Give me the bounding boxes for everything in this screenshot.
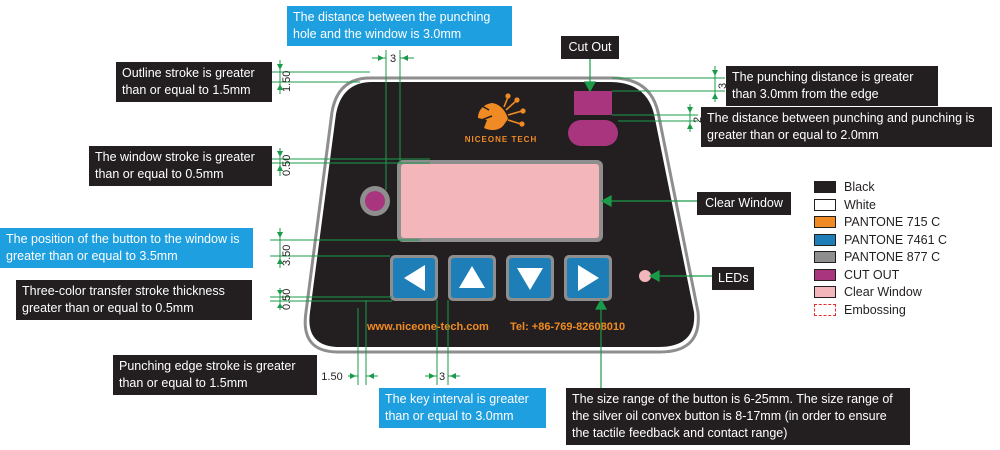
cutout-rect	[574, 91, 612, 115]
up-arrow-button[interactable]	[448, 255, 496, 301]
legend-label: Black	[844, 180, 875, 194]
dim-right-3: 3	[717, 83, 729, 89]
legend-item: White	[814, 196, 876, 214]
callout-window-stroke: The window stroke is greater than or equ…	[89, 146, 272, 186]
callout-cut-out: Cut Out	[561, 36, 619, 59]
callout-leds: LEDs	[712, 267, 754, 290]
legend-swatch	[814, 268, 836, 281]
legend-swatch	[814, 286, 836, 298]
legend-item: PANTONE 715 C	[814, 213, 940, 231]
left-arrow-button[interactable]	[390, 255, 438, 301]
callout-punching-edge: Punching edge stroke is greater than or …	[113, 355, 317, 395]
arrow-down-icon	[517, 268, 543, 290]
cutout-slot	[568, 120, 618, 146]
brand-name: NICEONE TECH	[465, 135, 537, 144]
callout-button-to-window: The position of the button to the window…	[0, 228, 253, 268]
brand-phone: Tel: +86-769-82608010	[510, 321, 625, 333]
legend-label: PANTONE 715 C	[844, 215, 941, 229]
callout-clear-window: Clear Window	[697, 192, 791, 215]
callout-punch-to-punch: The distance between punching and punchi…	[701, 107, 992, 147]
callout-punch-hole-window: The distance between the punching hole a…	[287, 6, 512, 46]
down-arrow-button[interactable]	[506, 255, 554, 301]
dim-top-3: 3	[390, 53, 396, 65]
arrow-left-icon	[404, 265, 425, 291]
legend-label: Clear Window	[844, 285, 922, 299]
brand-website: www.niceone-tech.com	[366, 321, 489, 333]
legend-label: Embossing	[844, 302, 906, 317]
legend-item: Embossing	[814, 301, 906, 319]
legend-item: Black	[814, 178, 875, 196]
arrow-up-icon	[459, 266, 485, 288]
legend-label: White	[844, 197, 876, 212]
dim-button-350: 3.50	[281, 245, 293, 266]
clear-window	[401, 164, 599, 238]
legend-label: CUT OUT	[844, 267, 900, 282]
callout-punch-from-edge: The punching distance is greater than 3.…	[726, 66, 938, 106]
legend-swatch	[814, 233, 836, 246]
right-arrow-button[interactable]	[564, 255, 612, 301]
dim-bottom-3: 3	[439, 371, 445, 383]
led-indicator	[639, 270, 651, 282]
legend-swatch	[814, 181, 836, 193]
callout-key-interval: The key interval is greater than or equa…	[379, 388, 546, 428]
legend-item: PANTONE 7461 C	[814, 231, 947, 249]
legend-item: PANTONE 877 C	[814, 248, 940, 266]
arrow-right-icon	[578, 265, 599, 291]
callout-outline-stroke: Outline stroke is greater than or equal …	[116, 62, 272, 102]
niceone-bird-logo-icon	[478, 93, 526, 131]
legend-swatch	[814, 303, 836, 316]
dim-three-color-050: 0.50	[281, 289, 293, 310]
legend-swatch	[814, 198, 836, 211]
dim-right-2: 2	[692, 117, 704, 123]
legend-label: PANTONE 7461 C	[844, 232, 948, 247]
legend-label: PANTONE 877 C	[844, 250, 941, 264]
legend-item: Clear Window	[814, 283, 922, 301]
callout-three-color: Three-color transfer stroke thickness gr…	[16, 280, 252, 320]
legend-swatch	[814, 216, 836, 228]
callout-button-size: The size range of the button is 6-25mm. …	[566, 388, 910, 445]
legend-swatch	[814, 251, 836, 263]
legend-item: CUT OUT	[814, 266, 899, 284]
round-key[interactable]	[365, 191, 385, 211]
dim-window-050: 0.50	[281, 155, 293, 176]
dim-outline-150: 1.50	[281, 71, 293, 92]
dim-bottom-150: 1.50	[321, 371, 342, 383]
